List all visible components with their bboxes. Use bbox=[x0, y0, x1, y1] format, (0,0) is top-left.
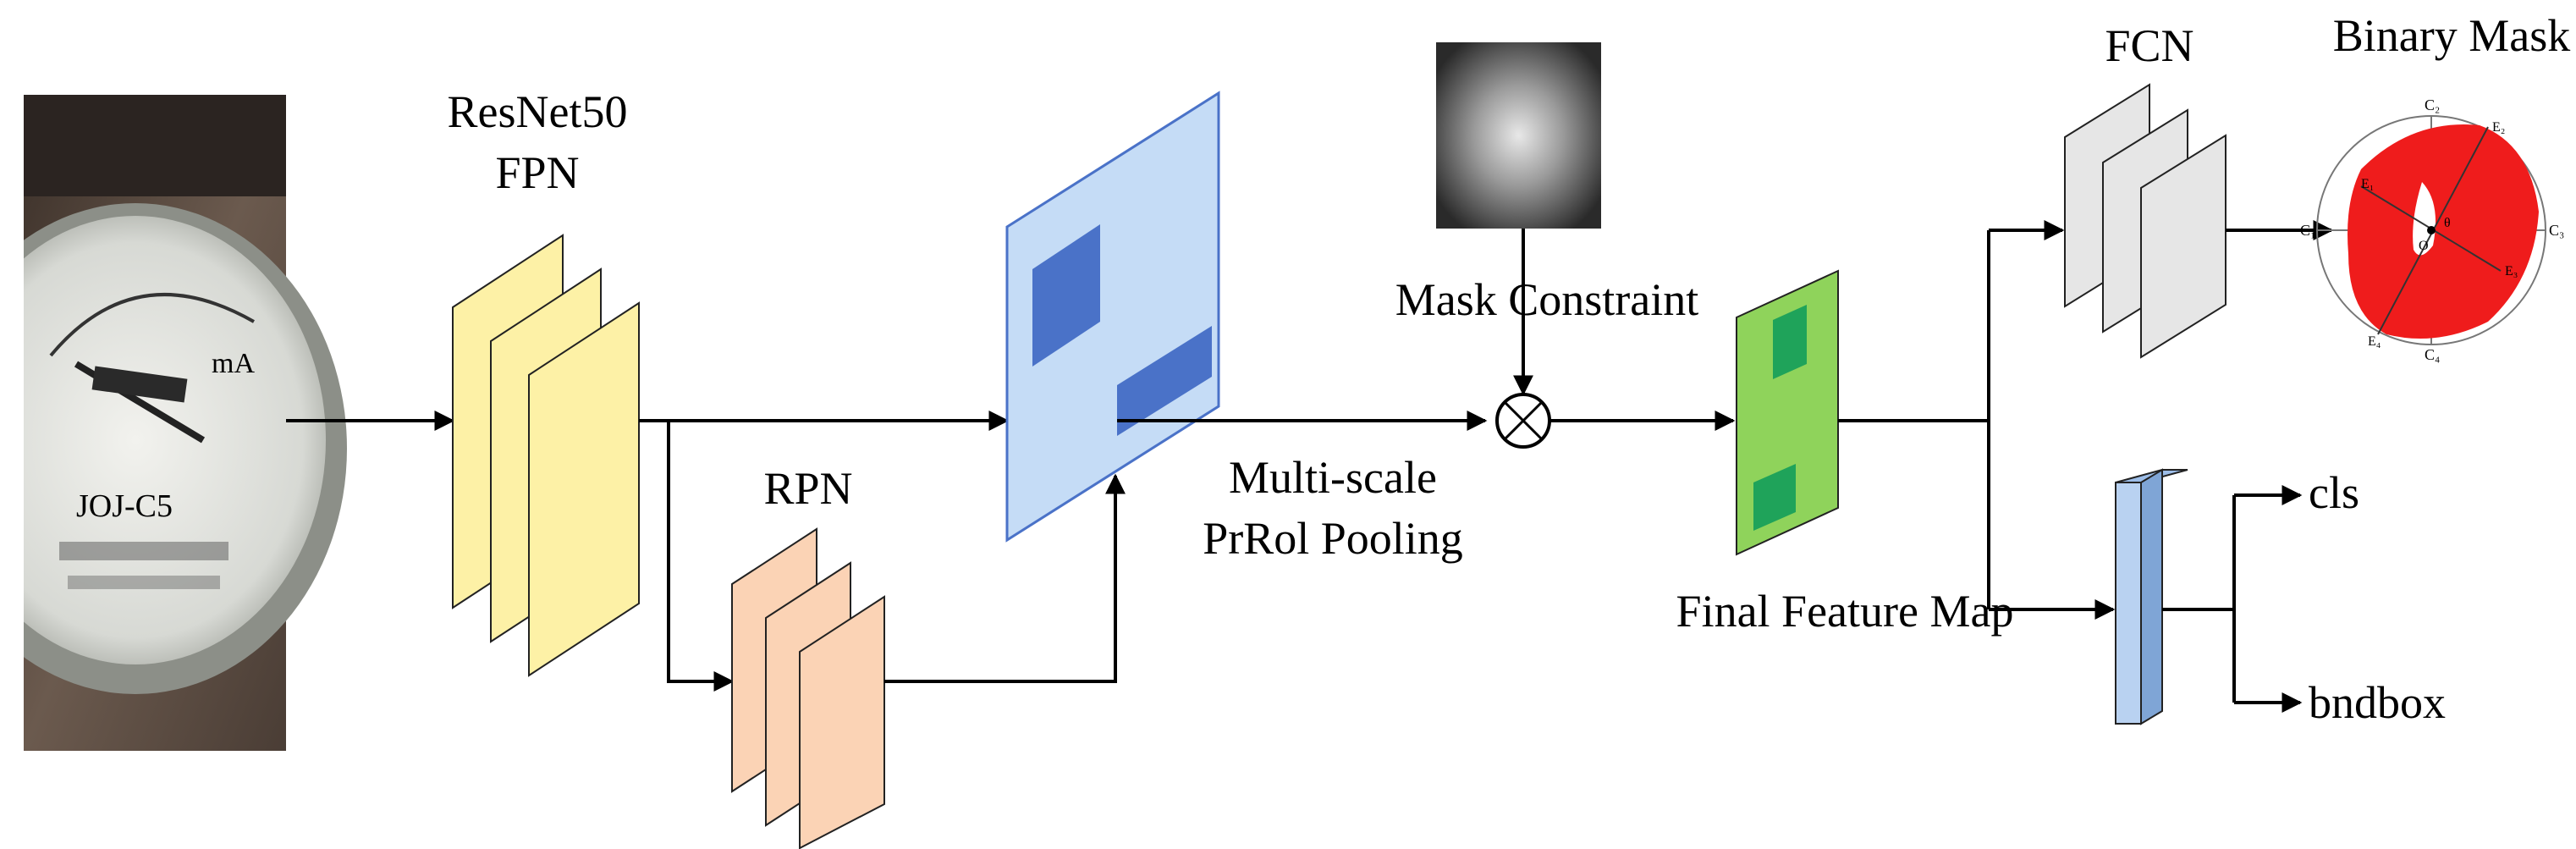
rpn-label: RPN bbox=[763, 463, 852, 514]
mask-constraint-label: Mask Constraint bbox=[1395, 274, 1699, 325]
gauge-brand-text: JOJ-C5 bbox=[76, 488, 173, 524]
roi-box-2 bbox=[1117, 326, 1212, 436]
roi-box-1 bbox=[1032, 224, 1100, 367]
cls-label: cls bbox=[2309, 467, 2359, 518]
mask-label-right: C₃ bbox=[2549, 222, 2564, 239]
multiply-operator bbox=[1495, 393, 1551, 449]
mask-point-e3: E₃ bbox=[2505, 264, 2518, 278]
arrow-backbone-to-rpn bbox=[667, 421, 735, 692]
roi-feature-map bbox=[1005, 91, 1220, 543]
input-gauge-image: JOJ-C5 mA bbox=[0, 95, 347, 751]
backbone-label-line1: ResNet50 bbox=[448, 86, 628, 137]
feature-box-2 bbox=[1753, 464, 1796, 531]
backbone-label-line2: FPN bbox=[495, 147, 579, 198]
mask-point-theta: θ bbox=[2444, 216, 2451, 230]
mask-label-left: C₁ bbox=[2300, 222, 2315, 239]
mask-shape bbox=[2348, 124, 2539, 339]
mask-label-top: C₂ bbox=[2425, 96, 2440, 113]
final-feature-map-label: Final Feature Map bbox=[1676, 586, 2014, 637]
fcn-feature-maps bbox=[2064, 83, 2226, 359]
feature-box-1 bbox=[1773, 305, 1807, 379]
mask-constraint-image bbox=[1436, 42, 1601, 229]
arrow-rpn-to-pooling bbox=[884, 473, 1126, 683]
mask-point-o: O bbox=[2419, 239, 2429, 253]
mask-point-e2: E₂ bbox=[2492, 120, 2505, 135]
backbone-feature-maps bbox=[452, 234, 640, 677]
gauge-unit-text: mA bbox=[212, 348, 255, 379]
mask-point-e1: E₁ bbox=[2361, 177, 2374, 191]
mask-point-e4: E₄ bbox=[2368, 334, 2381, 349]
bndbox-label: bndbox bbox=[2309, 677, 2446, 728]
pooling-label-line2: PrRol Pooling bbox=[1203, 513, 1463, 564]
mask-label-bottom: C₄ bbox=[2425, 346, 2440, 363]
binary-mask-label: Binary Mask bbox=[2333, 10, 2570, 61]
fc-layer-bar bbox=[2115, 468, 2188, 725]
fcn-label: FCN bbox=[2105, 20, 2193, 71]
binary-mask-plot: C₂ C₁ C₃ C₄ E₁ E₂ E₃ E₄ O θ bbox=[2300, 96, 2564, 363]
rpn-feature-maps bbox=[731, 527, 885, 849]
final-feature-map bbox=[1736, 269, 1839, 556]
pooling-label-line1: Multi-scale bbox=[1229, 452, 1437, 503]
